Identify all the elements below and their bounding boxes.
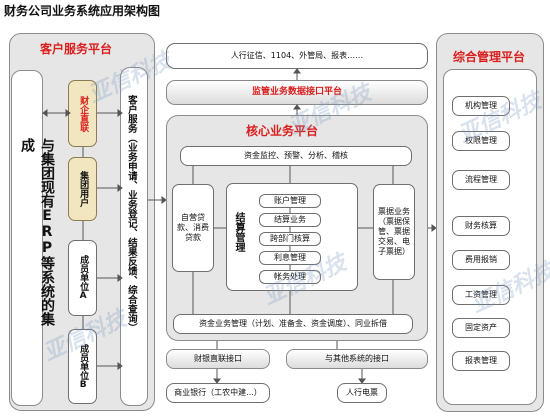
cbrc-interface-box: 财银直联接口 xyxy=(166,349,270,369)
org-mgmt-box: 机构管理 xyxy=(452,96,510,116)
member-b-text: 成员单位B xyxy=(78,343,89,390)
member-b-box: 成员单位B xyxy=(68,329,97,404)
cross-dept-accounting-box: 跨部门核算 xyxy=(259,232,321,246)
org-mgmt-text: 机构管理 xyxy=(465,101,497,110)
settlement-business-box: 结算业务 xyxy=(259,213,321,227)
process-mgmt-text: 流程管理 xyxy=(465,175,497,184)
settlement-business-text: 结算业务 xyxy=(274,215,306,224)
cross-dept-accounting-text: 跨部门核算 xyxy=(270,234,310,243)
page-title: 财务公司业务系统应用架构图 xyxy=(4,4,161,18)
payroll-mgmt-text: 工资管理 xyxy=(465,290,497,299)
report-mgmt-text: 报表管理 xyxy=(465,356,497,365)
account-mgmt-text: 账户管理 xyxy=(274,196,306,205)
finance-direct-link-box: 财企直联 xyxy=(68,80,97,147)
core-platform-label: 核心业务平台 xyxy=(246,124,319,138)
settlement-label: 结算管理 xyxy=(233,212,244,252)
fixed-assets-text: 固定资产 xyxy=(465,323,497,332)
interest-mgmt-text: 利息管理 xyxy=(274,253,306,262)
management-inner xyxy=(443,69,537,405)
top-reports-text: 人行征信、1104、外管局、报表…… xyxy=(230,51,364,60)
accounting-processing-box: 帐务处理 xyxy=(259,270,321,284)
process-mgmt-box: 流程管理 xyxy=(452,170,510,190)
permission-mgmt-box: 权限管理 xyxy=(452,131,510,151)
fixed-assets-box: 固定资产 xyxy=(452,318,510,338)
fund-monitoring-text: 资金监控、预警、分析、稽核 xyxy=(244,151,348,160)
account-mgmt-box: 账户管理 xyxy=(259,194,321,208)
customer-service-box xyxy=(120,67,148,406)
finance-accounting-box: 财务核算 xyxy=(452,216,510,236)
payroll-mgmt-box: 工资管理 xyxy=(452,285,510,305)
member-a-box: 成员单位A xyxy=(68,240,97,316)
group-user-text: 集团用户 xyxy=(78,171,89,207)
commercial-bank-text: 商业银行（工农中建...） xyxy=(174,388,262,397)
customer-service-text: 客户服务（业务申请、业务登记、结果反馈、综合查询） xyxy=(125,95,137,333)
expense-reimburse-box: 费用报销 xyxy=(452,250,510,270)
commercial-bank-box: 商业银行（工农中建...） xyxy=(166,383,270,403)
finance-accounting-text: 财务核算 xyxy=(465,221,497,230)
accounting-processing-text: 帐务处理 xyxy=(274,272,306,281)
member-a-text: 成员单位A xyxy=(78,255,89,301)
erp-integration-box xyxy=(11,70,43,406)
bill-business-text: 票据业务（票据保管、票据交易、电子票据） xyxy=(378,207,410,256)
customer-platform-label: 客户服务平台 xyxy=(40,42,113,56)
cbrc-interface-text: 财银直联接口 xyxy=(194,354,242,363)
fund-monitoring-box: 资金监控、预警、分析、稽核 xyxy=(180,146,412,166)
expense-reimburse-text: 费用报销 xyxy=(465,255,497,264)
supervision-interface-text: 监管业务数据接口平台 xyxy=(251,86,342,97)
other-interface-text: 与其他系统的接口 xyxy=(325,354,389,363)
erp-integration-text: 与集团现有ERP等系统的集成 xyxy=(19,138,55,326)
management-platform-label: 综合管理平台 xyxy=(453,50,526,64)
pboc-ticket-box: 人行电票 xyxy=(337,383,387,403)
pboc-ticket-text: 人行电票 xyxy=(346,388,378,397)
finance-direct-link-text: 财企直联 xyxy=(78,95,89,132)
other-interface-box: 与其他系统的接口 xyxy=(286,349,428,369)
interest-mgmt-box: 利息管理 xyxy=(259,251,321,265)
self-loans-box: 自营贷款、消费贷款 xyxy=(172,184,214,272)
fund-business-box: 资金业务管理（计划、准备金、资金调度）、同业拆借 xyxy=(173,314,413,334)
group-user-box: 集团用户 xyxy=(68,157,97,221)
bill-business-box: 票据业务（票据保管、票据交易、电子票据） xyxy=(373,184,415,280)
fund-business-text: 资金业务管理（计划、准备金、资金调度）、同业拆借 xyxy=(199,319,387,328)
report-mgmt-box: 报表管理 xyxy=(452,351,510,371)
self-loans-text: 自营贷款、消费贷款 xyxy=(177,213,209,242)
permission-mgmt-text: 权限管理 xyxy=(465,136,497,145)
